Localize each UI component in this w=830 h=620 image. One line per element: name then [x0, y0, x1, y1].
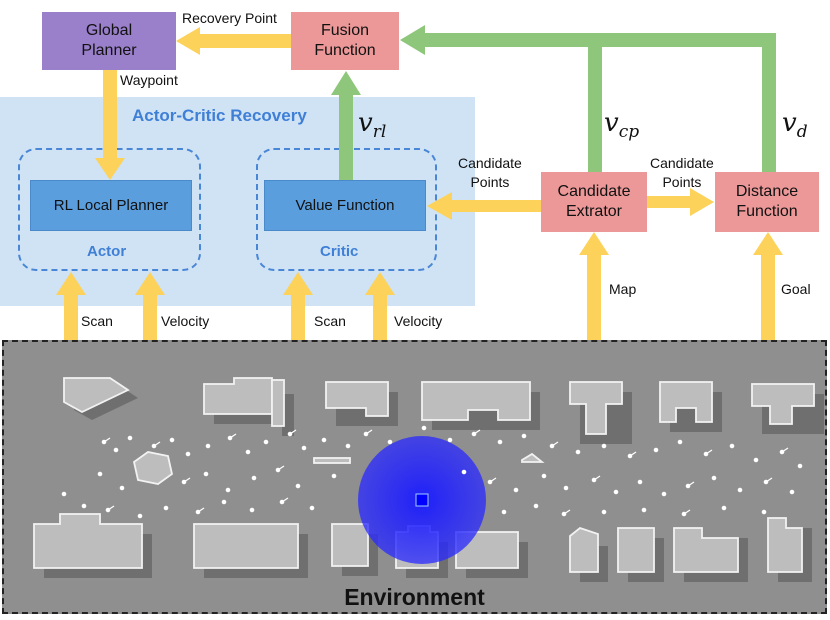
- math-v-rl-base: v: [358, 108, 373, 138]
- label-scan-2: Scan: [314, 313, 346, 329]
- critic-label: Critic: [320, 243, 359, 260]
- fusion-function-text: Fusion Function: [314, 22, 376, 59]
- label-map: Map: [609, 281, 637, 297]
- environment-region: Environment: [2, 340, 827, 614]
- laser-scan: [358, 436, 486, 564]
- math-v-d-base: v: [782, 108, 797, 138]
- value-function-box: Value Function: [264, 180, 426, 231]
- fusion-function-box: Fusion Function: [291, 12, 399, 70]
- math-v-cp-base: v: [604, 108, 619, 138]
- label-goal: Goal: [781, 281, 811, 297]
- label-velocity-2: Velocity: [394, 313, 443, 329]
- math-v-d: vd: [782, 108, 808, 142]
- label-recovery-point: Recovery Point: [182, 10, 277, 26]
- arrow-recovery-point: [176, 27, 291, 55]
- environment-scene: [33, 377, 824, 582]
- label-velocity-1: Velocity: [161, 313, 210, 329]
- arrow-candidate-to-distance: [647, 188, 714, 216]
- global-planner-text: Global Planner: [81, 22, 137, 59]
- math-v-d-sub: d: [796, 122, 808, 143]
- candidate-extractor-box: Candidate Extrator: [541, 172, 647, 232]
- arrow-waypoint: [95, 70, 125, 180]
- pedestrian-trails: [103, 429, 789, 515]
- arrow-scan-critic: [283, 272, 313, 346]
- label-scan-1: Scan: [81, 313, 113, 329]
- candidate-extractor-text: Candidate Extrator: [557, 183, 631, 220]
- arrow-scan-actor: [56, 272, 86, 346]
- actor-critic-recovery-title: Actor-Critic Recovery: [132, 106, 307, 125]
- label-candidate-points-2: Candidate Points: [650, 155, 714, 190]
- arrow-v-cp-v-d: [400, 25, 776, 172]
- arrow-map: [579, 232, 609, 346]
- buildings: [33, 377, 815, 573]
- math-v-rl-sub: rl: [372, 122, 387, 143]
- arrow-velocity-actor: [135, 272, 165, 346]
- arrow-v-rl: [331, 71, 361, 180]
- global-planner-box: Global Planner: [42, 12, 176, 70]
- label-waypoint: Waypoint: [120, 72, 178, 88]
- label-candidate-points-1: Candidate Points: [458, 155, 522, 190]
- math-v-rl: vrl: [358, 108, 386, 142]
- arrow-goal: [753, 232, 783, 346]
- environment-title: Environment: [344, 584, 485, 610]
- distance-function-text: Distance Function: [735, 183, 799, 220]
- distance-function-box: Distance Function: [715, 172, 819, 232]
- actor-label: Actor: [87, 243, 127, 260]
- arrow-candidate-to-value: [427, 192, 541, 220]
- rl-local-planner-text: RL Local Planner: [53, 197, 169, 214]
- math-v-cp: vcp: [604, 108, 639, 142]
- arrow-velocity-critic: [365, 272, 395, 346]
- rl-local-planner-box: RL Local Planner: [30, 180, 192, 231]
- value-function-text: Value Function: [295, 197, 395, 214]
- math-v-cp-sub: cp: [618, 122, 640, 143]
